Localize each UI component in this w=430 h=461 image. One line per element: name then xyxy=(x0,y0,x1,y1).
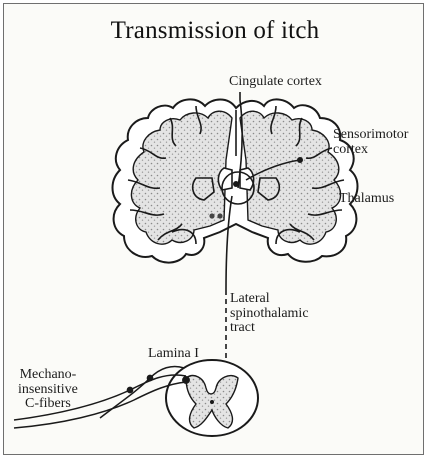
label-lateral-spinothalamic-tract: Lateral spinothalamic tract xyxy=(230,292,309,336)
label-sensorimotor-line-1: Sensorimotor xyxy=(333,128,408,143)
label-cingulate-cortex: Cingulate cortex xyxy=(229,75,322,90)
label-c-fibers-line-2: insensitive xyxy=(18,383,78,398)
label-c-fibers-line-1: Mechano- xyxy=(18,368,78,383)
drg-neuron-1 xyxy=(127,387,132,392)
drg-neuron-2 xyxy=(147,375,152,380)
label-sensorimotor-line-2: cortex xyxy=(333,143,408,158)
label-sensorimotor-cortex: Sensorimotor cortex xyxy=(333,128,408,157)
lamina-i-neuron xyxy=(183,377,189,383)
label-c-fibers-line-3: C-fibers xyxy=(18,397,78,412)
label-lst-line-3: tract xyxy=(230,321,309,336)
label-lst-line-1: Lateral xyxy=(230,292,309,307)
label-c-fibers: Mechano- insensitive C-fibers xyxy=(18,368,78,412)
label-thalamus: Thalamus xyxy=(339,192,394,207)
spinal-cord-section xyxy=(166,360,258,436)
label-lamina-i: Lamina I xyxy=(148,347,199,362)
label-lst-line-2: spinothalamic xyxy=(230,307,309,322)
brain-coronal-section xyxy=(113,99,358,262)
